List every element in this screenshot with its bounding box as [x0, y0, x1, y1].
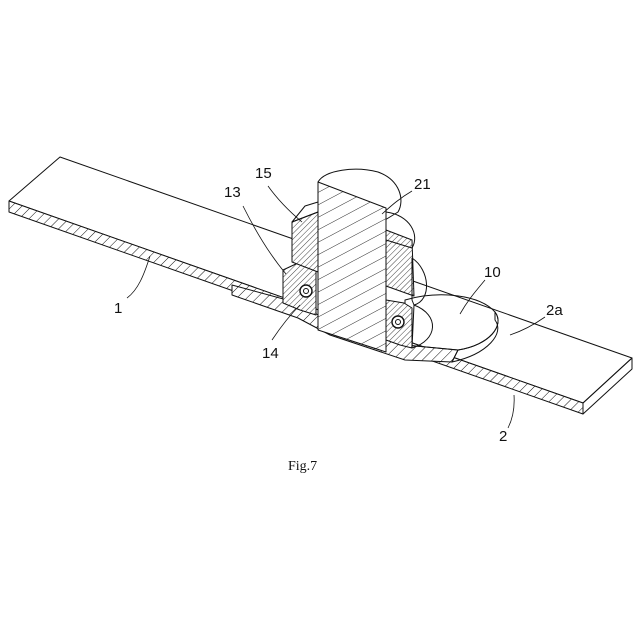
shaft-21-section: [318, 182, 386, 352]
label-13: 13: [224, 184, 241, 201]
leader-13: [243, 206, 286, 274]
label-14: 14: [262, 345, 279, 362]
seal-ring-right: [392, 316, 404, 328]
disc-10-front: [452, 312, 498, 362]
shaft-21-lobe-bottom: [412, 305, 433, 348]
figure-caption: Fig.7: [288, 459, 317, 474]
plate-end-face: [583, 358, 632, 414]
label-2a: 2a: [546, 302, 563, 319]
shaft-21: [318, 169, 433, 352]
label-10: 10: [484, 264, 501, 281]
label-21: 21: [414, 176, 431, 193]
label-15: 15: [255, 165, 272, 182]
leader-2: [508, 395, 514, 428]
seal-ring-left: [300, 285, 312, 297]
label-1: 1: [114, 300, 122, 317]
leader-1: [127, 256, 150, 298]
ring-right: [386, 300, 412, 348]
collar-right-section: [386, 230, 414, 296]
label-2: 2: [499, 428, 507, 445]
